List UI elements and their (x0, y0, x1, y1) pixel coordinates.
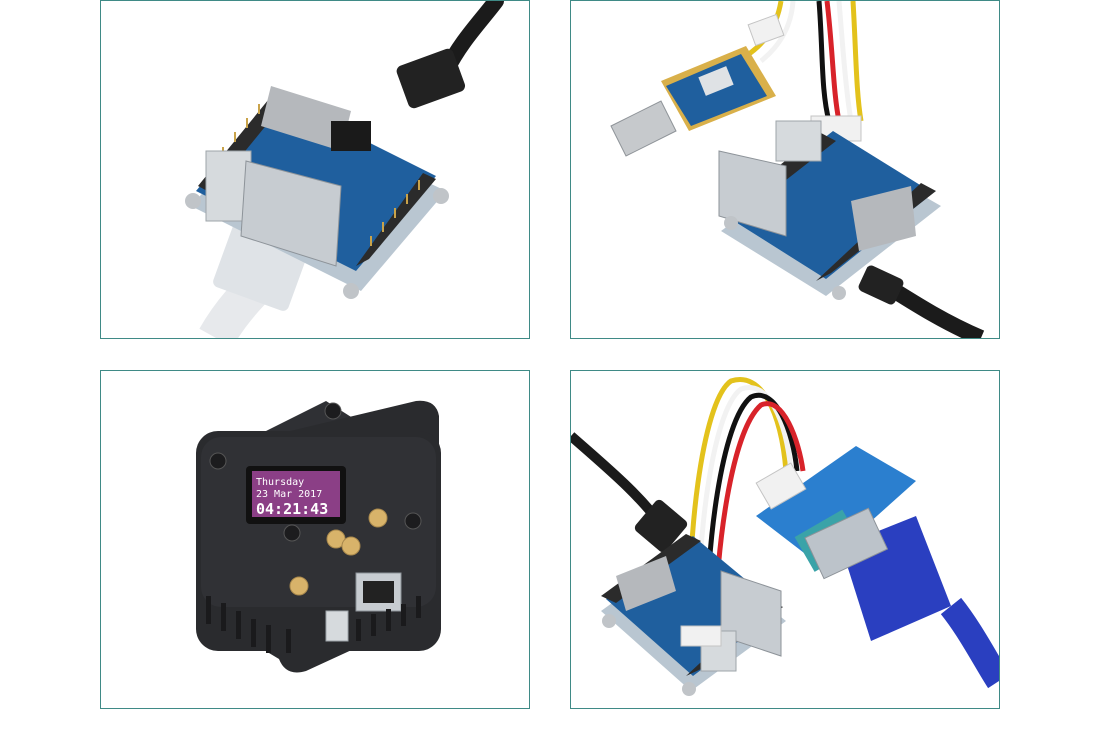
board-serial-vga-illustration (571, 377, 999, 696)
brass-button-4 (289, 576, 309, 596)
brass-button-3 (368, 508, 388, 528)
board-usb-serial-illustration (610, 1, 985, 338)
photo-board-usb-serial (570, 0, 1000, 339)
photo-board-ethernet (100, 0, 530, 339)
photo-metal-case-oled: Thursday 23 Mar 2017 04:21:43 (100, 370, 530, 709)
photo-board-serial-vga (570, 370, 1000, 709)
metal-case-illustration: Thursday 23 Mar 2017 04:21:43 (196, 400, 441, 673)
board-ethernet-illustration (185, 1, 504, 338)
oled-day: Thursday (256, 477, 304, 488)
oled-time: 04:21:43 (256, 500, 328, 518)
oled-date: 23 Mar 2017 (256, 489, 322, 500)
brass-button-2 (341, 536, 361, 556)
